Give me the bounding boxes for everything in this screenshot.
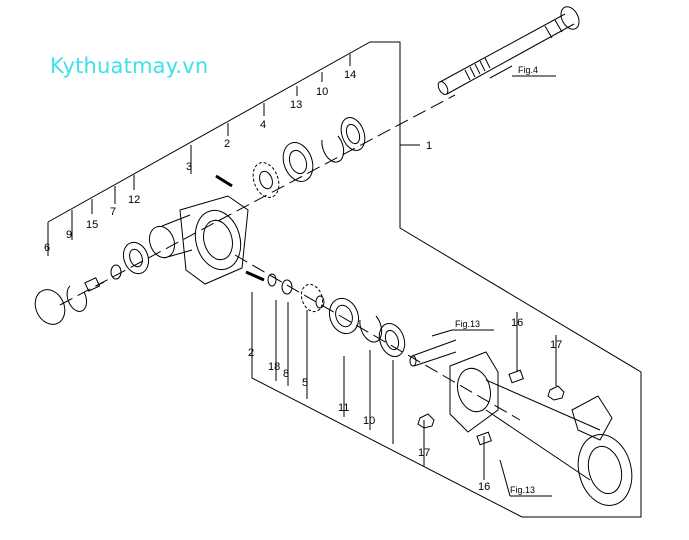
center-axis xyxy=(59,94,456,306)
callout-13-top: 13 xyxy=(290,99,302,111)
snap-ring-10-top xyxy=(321,135,345,163)
bolt-15 xyxy=(84,277,105,292)
fig-ref-box-bottom xyxy=(499,459,552,497)
watermark-text: Kythuatmay.vn xyxy=(50,54,209,78)
stud-2-top xyxy=(215,174,233,188)
callout-12: 12 xyxy=(128,194,140,206)
washer-7 xyxy=(110,264,122,280)
nut-17-bottom xyxy=(417,413,435,429)
callout-10-top: 10 xyxy=(316,86,328,98)
bearing-12 xyxy=(122,241,150,275)
callout-16-bottom: 16 xyxy=(478,481,490,493)
callout-2-top: 2 xyxy=(224,138,230,150)
callout-17-bottom: 17 xyxy=(418,447,430,459)
fig-ref-box-top xyxy=(489,65,556,79)
leader-lines-upper xyxy=(47,54,351,256)
callout-7: 7 xyxy=(110,206,116,218)
leader-lines-lower xyxy=(251,144,557,480)
oil-seal-lower xyxy=(378,323,406,357)
callout-10-bottom: 10 xyxy=(363,415,375,427)
snap-ring-9 xyxy=(66,285,88,312)
gear-4 xyxy=(252,162,280,198)
callout-3: 3 xyxy=(186,161,192,173)
callout-9: 9 xyxy=(66,229,72,241)
lower-axis xyxy=(234,254,521,421)
callout-11: 11 xyxy=(338,402,349,414)
fig-ref-middle: Fig.13 xyxy=(455,319,480,329)
callout-6: 6 xyxy=(44,242,50,254)
snap-ring-10-bottom xyxy=(359,315,383,343)
gear-5 xyxy=(300,283,325,313)
bolt-16-bottom xyxy=(476,431,492,446)
callout-17-top: 17 xyxy=(550,339,562,351)
flange-housing xyxy=(449,351,601,481)
callout-4: 4 xyxy=(260,119,266,131)
cover-6 xyxy=(34,289,66,325)
stud-2-bottom xyxy=(245,270,265,282)
washer-8 xyxy=(281,279,293,295)
fig-ref-box-middle xyxy=(431,329,494,337)
callout-16-top: 16 xyxy=(511,317,523,329)
callout-1: 1 xyxy=(426,140,432,152)
output-shaft xyxy=(409,339,457,367)
callout-18: 18 xyxy=(268,361,280,373)
fig-ref-bottom: Fig.13 xyxy=(510,485,535,495)
o-ring-18 xyxy=(267,273,277,287)
bracket-tube xyxy=(571,395,633,506)
input-shaft xyxy=(437,6,580,95)
callout-14: 14 xyxy=(344,69,356,81)
oil-seal-14 xyxy=(340,117,366,151)
bearing-11 xyxy=(328,297,360,335)
callout-5: 5 xyxy=(302,377,308,389)
bolt-16-top xyxy=(508,369,524,384)
group-boundary-line xyxy=(47,41,642,518)
housing-3 xyxy=(148,195,249,285)
fig-ref-top: Fig.4 xyxy=(518,65,538,75)
nut-17-top xyxy=(547,385,565,401)
callout-8: 8 xyxy=(283,368,289,380)
bearing-13-top xyxy=(282,142,314,182)
callout-2-bottom: 2 xyxy=(248,347,254,359)
callout-15: 15 xyxy=(86,219,98,231)
